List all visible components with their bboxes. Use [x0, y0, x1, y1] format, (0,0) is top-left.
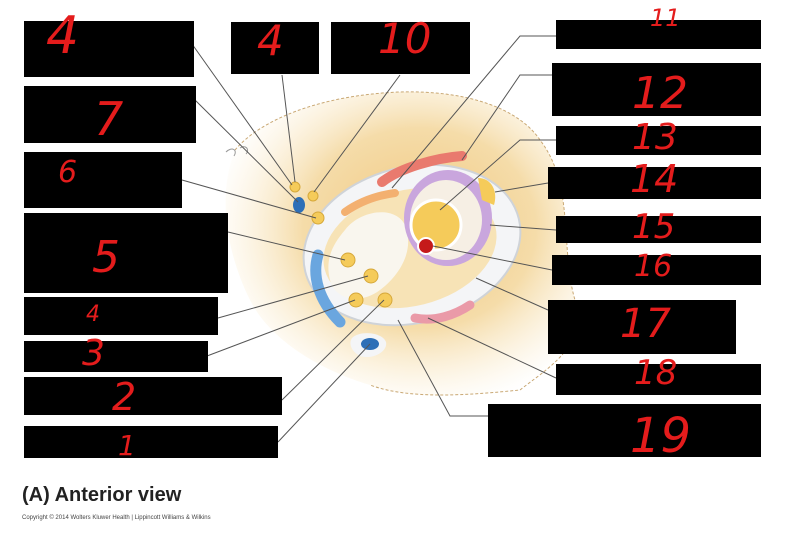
artery-band-top	[377, 151, 467, 187]
label-box-4-left	[24, 297, 218, 335]
muscle-band	[341, 189, 399, 216]
nerve-dot-4	[340, 252, 356, 268]
handwritten-number: 17	[620, 301, 671, 347]
label-box-3	[24, 341, 208, 372]
label-box-12	[552, 63, 761, 116]
vein-band-left	[310, 249, 346, 328]
label-box-18	[556, 364, 761, 395]
handwritten-number: 13	[632, 117, 678, 158]
tissue-outline	[234, 91, 579, 396]
handwritten-number: 18	[634, 353, 678, 393]
label-box-2	[24, 377, 282, 415]
label-box-19	[488, 404, 761, 457]
nerve-dot-3	[311, 211, 325, 225]
figure-caption: (A) Anterior view	[22, 484, 182, 506]
nerve-patch-right	[478, 178, 496, 205]
handwritten-number: 12	[632, 68, 688, 119]
label-box-10	[331, 22, 470, 74]
handwritten-number: 19	[630, 408, 692, 464]
nerve-dot-5	[363, 268, 379, 284]
blue-vessel-top	[293, 197, 305, 213]
red-vessel	[417, 237, 435, 255]
label-box-17	[548, 300, 736, 354]
central-white-space	[328, 212, 409, 299]
handwritten-number: 5	[92, 232, 120, 283]
label-box-6	[24, 152, 182, 208]
copyright-notice: Copyright © 2014 Wolters Kluwer Health |…	[22, 515, 211, 521]
leader-lines	[181, 35, 557, 443]
label-box-1	[24, 426, 278, 458]
handwritten-number: 11	[650, 4, 681, 32]
handwritten-number: 16	[634, 249, 673, 284]
handwritten-number: 1	[118, 429, 136, 462]
handwritten-number: 4	[46, 6, 80, 66]
sketch-marks	[225, 146, 249, 157]
label-box-16	[552, 255, 761, 285]
label-box-4-top	[231, 22, 319, 74]
label-box-7	[24, 86, 196, 143]
nerve-dot-7	[377, 292, 393, 308]
label-box-13	[556, 126, 761, 155]
handwritten-number: 15	[632, 207, 676, 247]
artery-band-bottom	[410, 300, 475, 324]
handwritten-number: 6	[58, 155, 78, 190]
handwritten-number: 14	[630, 157, 679, 201]
nerve-dot-2	[307, 190, 319, 202]
handwritten-number: 7	[94, 92, 124, 146]
label-box-5	[24, 213, 228, 293]
label-box-4-corner	[24, 21, 194, 77]
handwritten-number: 3	[82, 333, 105, 374]
handwritten-number: 2	[112, 375, 137, 419]
handwritten-number: 4	[257, 16, 284, 65]
handwritten-number: 4	[86, 302, 100, 327]
handwritten-number: 10	[378, 14, 432, 63]
nerve-dot-6	[348, 292, 364, 308]
label-box-14	[548, 167, 761, 199]
label-box-15	[556, 216, 761, 243]
label-box-11	[556, 20, 761, 49]
